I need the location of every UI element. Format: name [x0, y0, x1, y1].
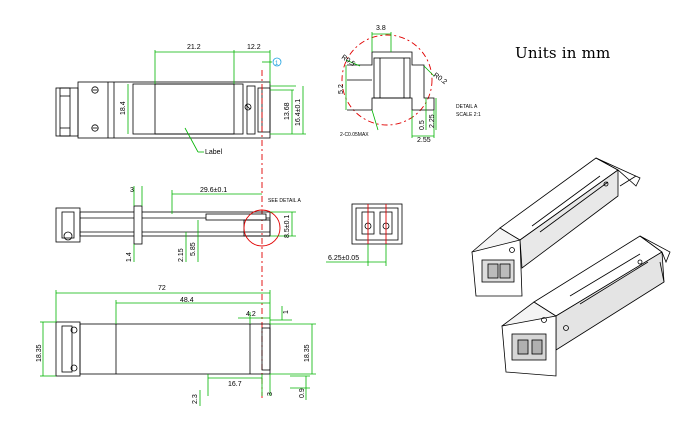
dim-21-2: 21.2	[187, 44, 201, 51]
detail-circle	[341, 34, 433, 126]
top-view-body	[77, 81, 271, 139]
dim-5-2: 5.2	[338, 84, 345, 94]
isometric-view-top	[471, 157, 641, 297]
dim-2-55: 2.55	[417, 137, 431, 144]
dim-3-bottom: 3	[267, 392, 274, 396]
top-view-label-area	[132, 83, 244, 135]
detail-title: DETAIL A	[456, 104, 478, 110]
see-detail-circle	[243, 209, 281, 247]
front-view: 6.25±0.05	[326, 203, 403, 266]
dim-4-2: 4.2	[246, 311, 256, 318]
dim-2-3: 2.3	[192, 394, 199, 404]
dim-3-8: 3.8	[376, 25, 386, 32]
dim-8-5: 8.5±0.1	[284, 215, 291, 238]
detail-scale: SCALE 2:1	[456, 112, 481, 118]
screw-icon	[244, 103, 252, 111]
label-callout: Label	[205, 149, 223, 156]
dim-16-4: 16.4±0.1	[295, 99, 302, 126]
dim-1: 1	[283, 310, 290, 314]
screw-icon	[91, 124, 99, 132]
dim-1-4: 1.4	[126, 252, 133, 262]
reference-marker-icon	[272, 57, 282, 67]
chamfer-note: 2-C0.05MAX	[340, 132, 369, 138]
top-view-handle	[55, 87, 79, 137]
dim-3: 3	[130, 187, 134, 194]
reference-marker-number: 1	[275, 61, 279, 67]
dim-5-85: 5.85	[190, 242, 197, 256]
isometric-view-bottom	[501, 235, 671, 377]
dim-0-9: 0.9	[299, 388, 306, 398]
dim-r0-2: R0.2	[432, 72, 448, 86]
dim-2-15: 2.15	[178, 248, 185, 262]
dim-2-25: 2.25	[429, 114, 436, 128]
dim-29-6: 29.6±0.1	[200, 187, 227, 194]
dim-18-35-right: 18.35	[304, 344, 311, 362]
dim-18-4: 18.4	[120, 101, 127, 115]
bottom-view-body	[79, 323, 271, 375]
side-view: 3 29.6±0.1 SEE DETAIL A 1.4 2.15 5.85 8.…	[55, 186, 301, 262]
bottom-view: 72 48.4 4.2 1 18.35 18.35 16.7 2.3 3 0.9	[36, 285, 316, 406]
bottom-view-handle	[55, 321, 81, 377]
units-label: Units in mm	[515, 44, 611, 62]
side-view-handle	[55, 207, 81, 243]
dim-18-35-left: 18.35	[36, 344, 43, 362]
screw-icon	[91, 86, 99, 94]
dim-r0-5: R0.5	[340, 54, 356, 68]
dim-13-68: 13.68	[284, 102, 291, 120]
dim-0-5: 0.5	[419, 120, 426, 130]
dim-72: 72	[158, 285, 166, 292]
dim-6-25: 6.25±0.05	[328, 255, 359, 262]
detail-a: 3.8 R0.5 R0.2 5.2 2.55 0.5 2.25 2-C0.05M…	[338, 25, 481, 144]
dim-48-4: 48.4	[180, 297, 194, 304]
front-view-body	[351, 203, 403, 245]
dim-16-7: 16.7	[228, 381, 242, 388]
top-view-handle-grip	[59, 87, 71, 137]
top-view: 21.2 12.2 18.4 13.68 16.4±0.1 Label 1	[55, 44, 306, 156]
see-detail-label: SEE DETAIL A	[268, 198, 301, 204]
dim-12-2: 12.2	[247, 44, 261, 51]
